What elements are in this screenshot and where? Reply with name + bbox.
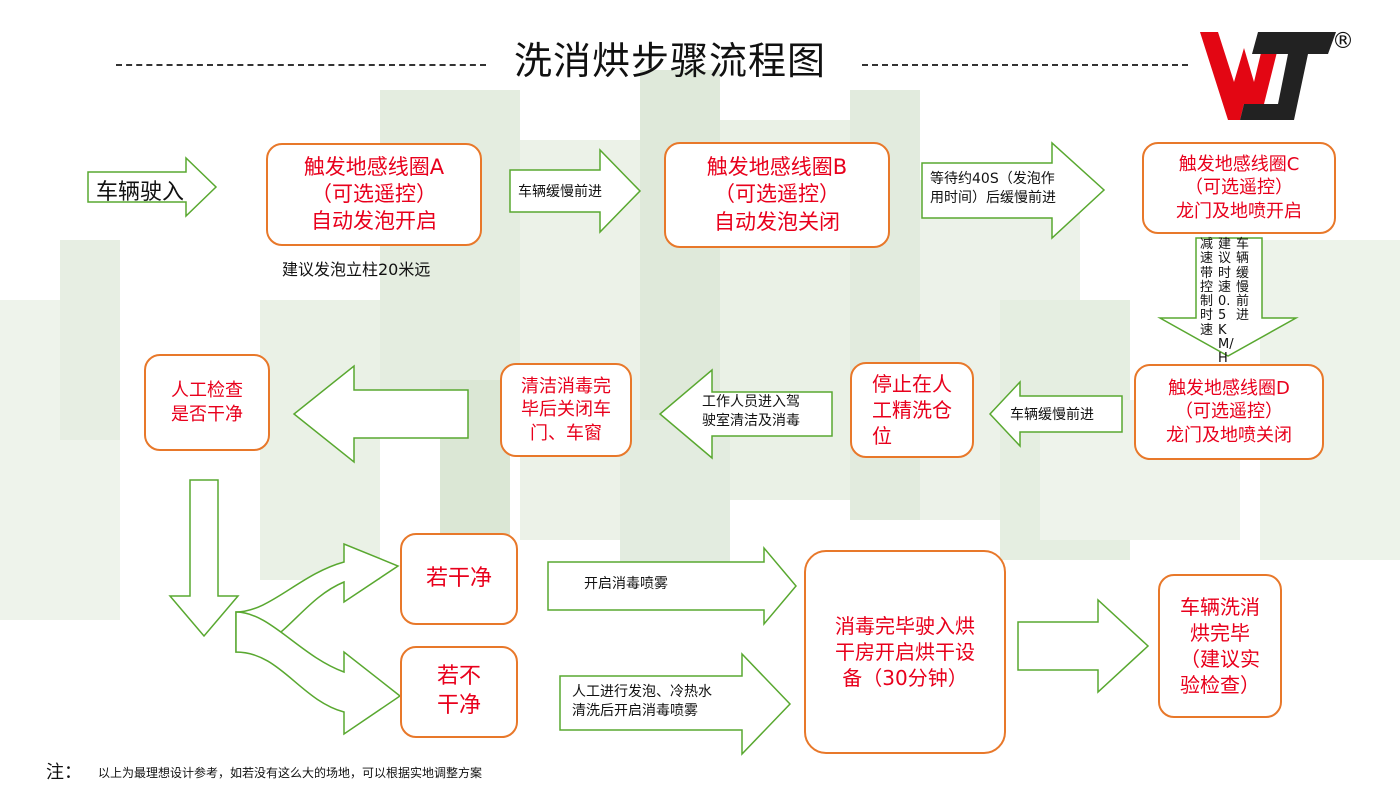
label-no-action: 人工进行发泡、冷热水 清洗后开启消毒喷雾 (572, 684, 712, 719)
header-dash-left (116, 64, 486, 66)
label-c-d-col1: 车辆缓慢前进 (1236, 237, 1250, 324)
arrow-b-c (921, 141, 1106, 240)
page-title: 洗消烘步骤流程图 (513, 39, 826, 83)
arrow-a-b (509, 148, 642, 234)
label-c-d-col3: 减速带控制时速 (1200, 237, 1214, 338)
arrow-stop-clean (658, 368, 833, 460)
step-coil-a: 触发地感线圈A （可选遥控） 自动发泡开启 (266, 143, 482, 246)
label-yes-action: 开启消毒喷雾 (584, 576, 668, 592)
footnote-label: 注： (46, 762, 82, 783)
step-coil-b: 触发地感线圈B （可选遥控） 自动发泡关闭 (664, 142, 890, 248)
arrow-c-d (1157, 237, 1299, 357)
arrow-d-stop (988, 380, 1123, 448)
step-finished: 车辆洗消 烘完毕 （建议实 验检查） (1158, 574, 1282, 718)
header-dash-right (862, 64, 1188, 66)
label-a-b: 车辆缓慢前进 (518, 184, 602, 200)
step-clean-disinfect: 清洁消毒完 毕后关闭车 门、车窗 (500, 363, 632, 457)
company-logo: ® (1196, 24, 1366, 138)
arrow-inspect-down (168, 479, 240, 638)
decision-clean: 若干净 (400, 533, 518, 625)
arrow-clean-inspect (292, 364, 469, 464)
step-manual-inspect: 人工检查 是否干净 (144, 354, 270, 451)
decision-not-clean: 若不 干净 (400, 646, 518, 738)
step-coil-d: 触发地感线圈D （可选遥控） 龙门及地喷关闭 (1134, 364, 1324, 460)
start-label: 车辆驶入 (96, 180, 185, 205)
label-b-c: 等待约40S（发泡作 用时间）后缓慢前进 (930, 171, 1056, 206)
footnote-text: 以上为最理想设计参考，如若没有这么大的场地，可以根据实地调整方案 (98, 766, 483, 780)
note-pillar-distance: 建议发泡立柱20米远 (282, 260, 431, 279)
label-c-d-col2: 建议时速0.5KM/H (1218, 237, 1234, 367)
arrow-dry-done (1017, 598, 1150, 694)
step-stop-manual: 停止在人 工精洗仓 位 (850, 362, 974, 458)
step-dry-room: 消毒完毕驶入烘 干房开启烘干设 备（30分钟） (804, 550, 1006, 754)
arrow-no-dry (559, 652, 792, 756)
arrow-yes-dry (547, 545, 797, 627)
registered-mark: ® (1332, 29, 1354, 54)
wj-logo-icon: ® (1200, 29, 1354, 120)
label-d-stop: 车辆缓慢前进 (1010, 407, 1094, 423)
arrow-start (87, 156, 218, 218)
label-stop-clean: 工作人员进入驾 驶室清洁及消毒 (702, 394, 800, 429)
step-coil-c: 触发地感线圈C （可选遥控） 龙门及地喷开启 (1142, 142, 1336, 234)
arrow-branch-no (235, 611, 402, 736)
